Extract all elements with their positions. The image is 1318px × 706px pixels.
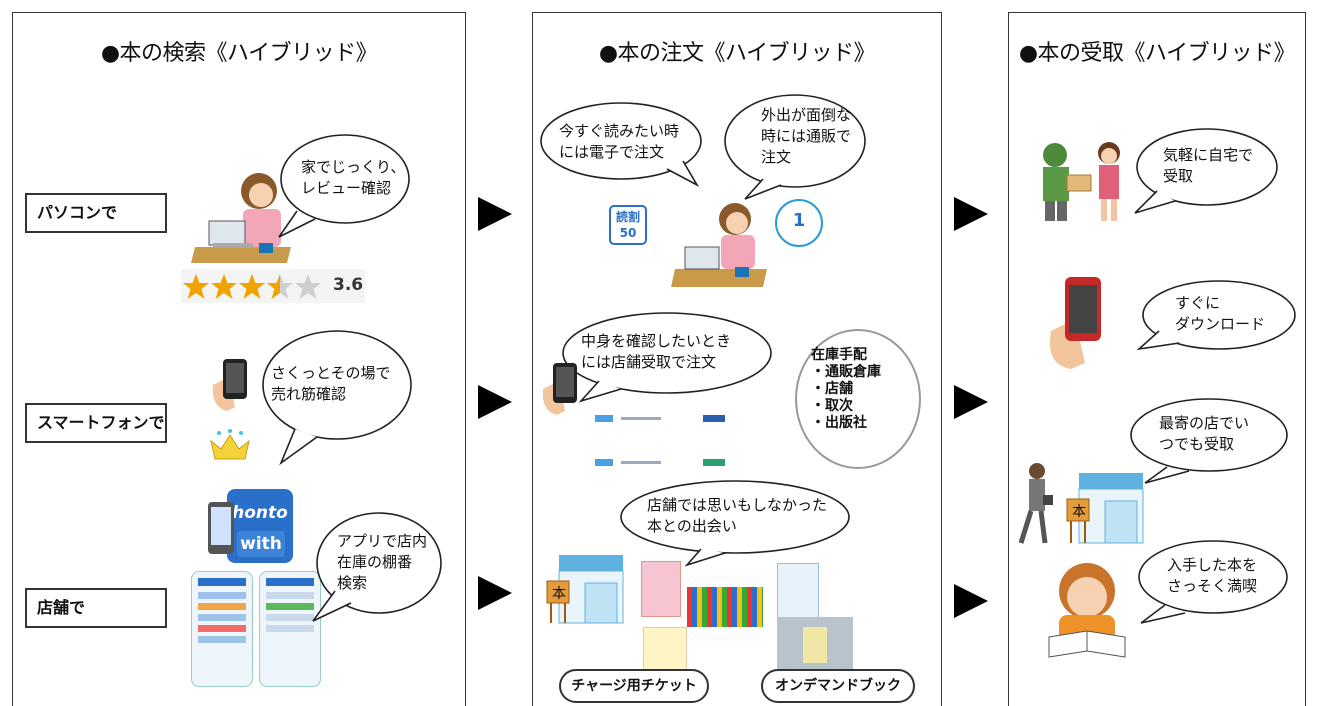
pc-review-bubble: 家でじっくり、 レビュー確認 bbox=[275, 129, 415, 241]
phone-icon bbox=[208, 502, 234, 554]
ui-tag bbox=[595, 415, 613, 422]
stock-sources-text: 在庫手配 ・通販倉庫 ・店舗 ・取次 ・出版社 bbox=[811, 347, 881, 431]
woman-laptop-illustration bbox=[191, 173, 291, 263]
charge-ticket-button[interactable]: チャージ用チケット bbox=[559, 669, 709, 703]
ui-tag bbox=[703, 459, 725, 466]
download-bubble: すぐに ダウンロード bbox=[1135, 277, 1299, 359]
smartphone-label: スマートフォンで bbox=[25, 403, 167, 443]
on-demand-book-button[interactable]: オンデマンドブック bbox=[761, 669, 915, 703]
ui-tag bbox=[595, 459, 613, 466]
rating-widget: 3.6 bbox=[181, 269, 365, 303]
shop-sign: 本 bbox=[552, 586, 566, 602]
on-demand-book-image bbox=[777, 617, 853, 675]
home-receive-bubble: 気軽に自宅で 受取 bbox=[1127, 125, 1281, 221]
smartphone-bestseller-bubble: さくっとその場で 売れ筋確認 bbox=[251, 325, 415, 467]
book-cover-1 bbox=[641, 561, 681, 617]
bookstore-building-illustration bbox=[546, 555, 624, 624]
store-receive-bubble: 最寄の店でい つでも受取 bbox=[1123, 395, 1291, 485]
star-rating-icon bbox=[183, 274, 321, 299]
store-pickup-order-bubble: 中身を確認したいとき には店舗受取で注文 bbox=[559, 311, 775, 403]
search-panel-title: ●本の検索《ハイブリッド》 bbox=[100, 41, 378, 66]
receive-panel: ●本の受取《ハイブリッド》 気軽に自宅で 受取 すぐに ダウンロード 最寄の店で… bbox=[1008, 12, 1306, 706]
app-screen-2 bbox=[259, 571, 321, 687]
book-cover-2 bbox=[777, 563, 819, 619]
phone-in-hand-illustration bbox=[212, 359, 247, 411]
store-encounter-bubble: 店舗では思いもしなかった 本との出会い bbox=[617, 477, 853, 567]
ui-line bbox=[621, 417, 661, 420]
crown-icon bbox=[210, 429, 250, 460]
honto-with-app-icon: honto with bbox=[203, 489, 295, 565]
discount-badge-icon: 読割 50 bbox=[609, 205, 647, 245]
search-panel: ●本の検索《ハイブリッド》 パソコンで スマートフォンで 店舗で 3.6 bbox=[12, 12, 466, 706]
app-screen-1 bbox=[191, 571, 253, 687]
walking-woman-illustration bbox=[1018, 463, 1053, 544]
stock-sources-circle bbox=[795, 329, 921, 469]
ui-tag bbox=[703, 415, 725, 422]
reading-person-illustration bbox=[1048, 563, 1126, 658]
phone-in-hand-illustration bbox=[1049, 277, 1101, 369]
ebook-order-bubble: 今すぐ読みたい時 には電子で注文 bbox=[537, 99, 707, 189]
rating-value: 3.6 bbox=[333, 275, 364, 295]
ui-line bbox=[621, 461, 661, 464]
store-label: 店舗で bbox=[25, 588, 167, 628]
arrow-right-icon bbox=[478, 197, 512, 231]
point-badge-icon: 1 bbox=[775, 199, 823, 247]
store-shelf-search-bubble: アプリで店内 在庫の棚番 検索 bbox=[307, 509, 447, 629]
arrow-right-icon bbox=[954, 584, 988, 618]
enjoy-book-bubble: 入手した本を さっそく満喫 bbox=[1131, 537, 1291, 631]
bookstore-building-illustration bbox=[1066, 473, 1144, 544]
gift-card-image bbox=[643, 627, 687, 671]
phone-in-hand-illustration bbox=[542, 363, 577, 415]
receive-panel-title: ●本の受取《ハイブリッド》 bbox=[1018, 41, 1296, 66]
home-delivery-illustration bbox=[1043, 142, 1120, 221]
arrow-right-icon bbox=[954, 197, 988, 231]
arrow-right-icon bbox=[954, 385, 988, 419]
woman-laptop-illustration bbox=[671, 203, 767, 287]
order-panel: ●本の注文《ハイブリッド》 今すぐ読みたい時 には電子で注文 外出が面倒な 時に… bbox=[532, 12, 942, 706]
shop-sign: 本 bbox=[1072, 504, 1086, 520]
arrow-right-icon bbox=[478, 385, 512, 419]
order-panel-title: ●本の注文《ハイブリッド》 bbox=[598, 41, 876, 66]
arrow-right-icon bbox=[478, 576, 512, 610]
mail-order-bubble: 外出が面倒な 時には通販で 注文 bbox=[721, 93, 869, 201]
book-shelf-image bbox=[687, 587, 763, 627]
pc-label: パソコンで bbox=[25, 193, 167, 233]
